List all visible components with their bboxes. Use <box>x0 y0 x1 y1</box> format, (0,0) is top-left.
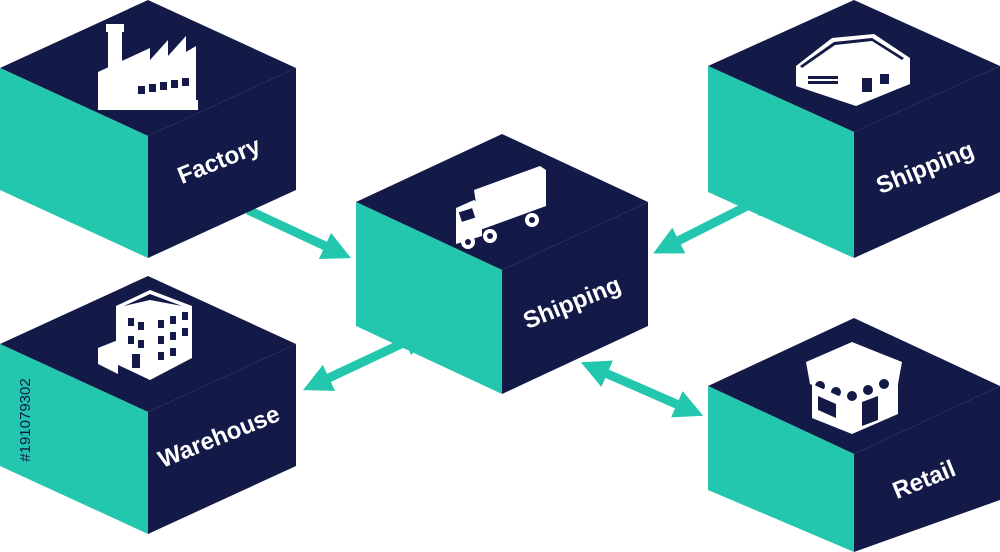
warehouse-cube: Warehouse <box>0 276 296 534</box>
cube-right-face <box>148 68 296 258</box>
truck-icon <box>456 166 546 249</box>
shipping-right-cube: Shipping <box>708 0 1000 258</box>
cube-left-face <box>0 68 148 258</box>
factory-cube: Factory <box>0 0 296 258</box>
arrow-shipping-center-retail <box>580 360 704 418</box>
factory-icon <box>98 24 198 110</box>
arrow-factory-to-shipping <box>246 205 352 259</box>
watermark-id: #191079302 <box>17 378 34 461</box>
shipping-center-cube: Shipping <box>356 134 648 394</box>
cube-left-face <box>708 66 854 258</box>
cube-right-face <box>502 202 648 394</box>
cube-left-face <box>0 344 148 534</box>
cube-right-face <box>148 344 296 534</box>
warehouse-building-icon <box>796 34 910 106</box>
cube-right-face <box>854 386 1000 552</box>
cube-left-face <box>356 202 502 394</box>
retail-cube: Retail <box>708 318 1000 552</box>
office-building-icon <box>98 290 192 380</box>
storefront-icon <box>806 342 902 434</box>
cube-left-face <box>708 386 854 552</box>
cube-right-face <box>854 66 1000 258</box>
